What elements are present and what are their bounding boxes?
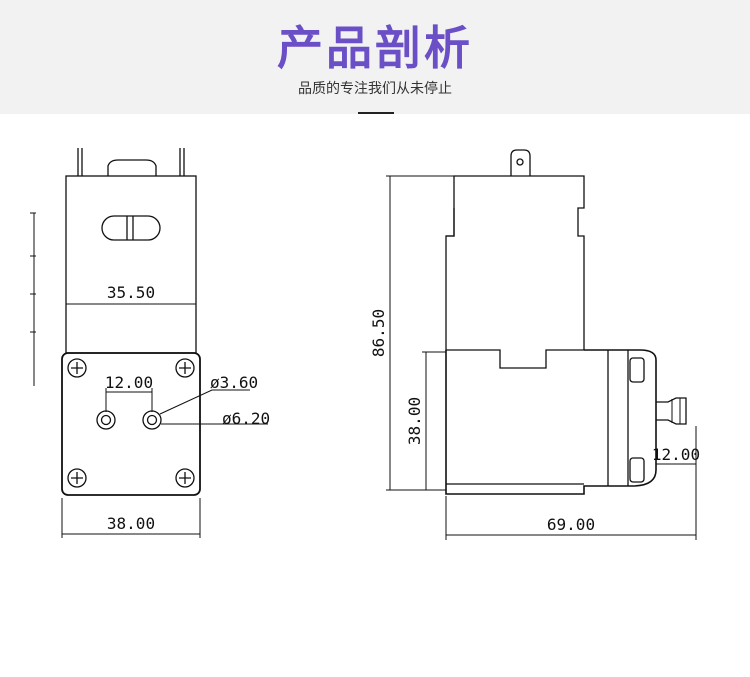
terminal-hole	[516, 158, 524, 166]
outlet-port	[142, 410, 162, 430]
body-width-label: 35.50	[107, 283, 155, 302]
total-length-label: 69.00	[547, 515, 595, 534]
page-title: 产品剖析	[277, 21, 473, 75]
nozzle-length-label: 12.00	[652, 445, 700, 464]
dimension-line	[105, 388, 153, 412]
nozzle-ribs	[671, 398, 681, 424]
screw-icon	[175, 468, 195, 488]
head-height-label: 38.00	[405, 397, 424, 445]
dimension-line	[655, 426, 697, 468]
motor-recess	[446, 208, 455, 237]
total-height-label: 86.50	[369, 309, 388, 357]
side-screw	[629, 357, 645, 383]
header-banner: 产品剖析 品质的专注我们从未停止	[0, 0, 750, 114]
screw-icon	[67, 468, 87, 488]
dimension-line	[61, 498, 201, 538]
outer-diameter-label: ø6.20	[222, 409, 270, 428]
terminal-pins	[77, 148, 185, 176]
port-spacing-label: 12.00	[105, 373, 153, 392]
side-screw	[629, 457, 645, 483]
screw-icon	[175, 358, 195, 378]
vent-slot-divider	[126, 216, 134, 240]
screw-icon	[67, 358, 87, 378]
side-view	[386, 149, 697, 540]
page-subtitle: 品质的专注我们从未停止	[298, 81, 452, 97]
head-width-label: 38.00	[107, 514, 155, 533]
hose-nozzle	[656, 397, 687, 425]
inlet-port	[96, 410, 116, 430]
leader-line	[159, 389, 250, 415]
head-seam	[607, 350, 629, 486]
terminal-tab	[510, 149, 531, 176]
front-view	[30, 148, 268, 538]
title-underline	[358, 112, 394, 114]
inlet-port-bore	[100, 414, 112, 426]
cropped-dimension	[30, 212, 36, 386]
pump-head-side	[445, 349, 657, 495]
top-boss	[107, 159, 157, 176]
inner-diameter-label: ø3.60	[210, 373, 258, 392]
motor-body	[65, 175, 197, 354]
dimension-line	[422, 351, 446, 491]
dimension-line	[65, 300, 197, 308]
motor-body-side	[445, 175, 585, 369]
vent-slot	[101, 215, 161, 241]
outlet-port-bore	[146, 414, 158, 426]
